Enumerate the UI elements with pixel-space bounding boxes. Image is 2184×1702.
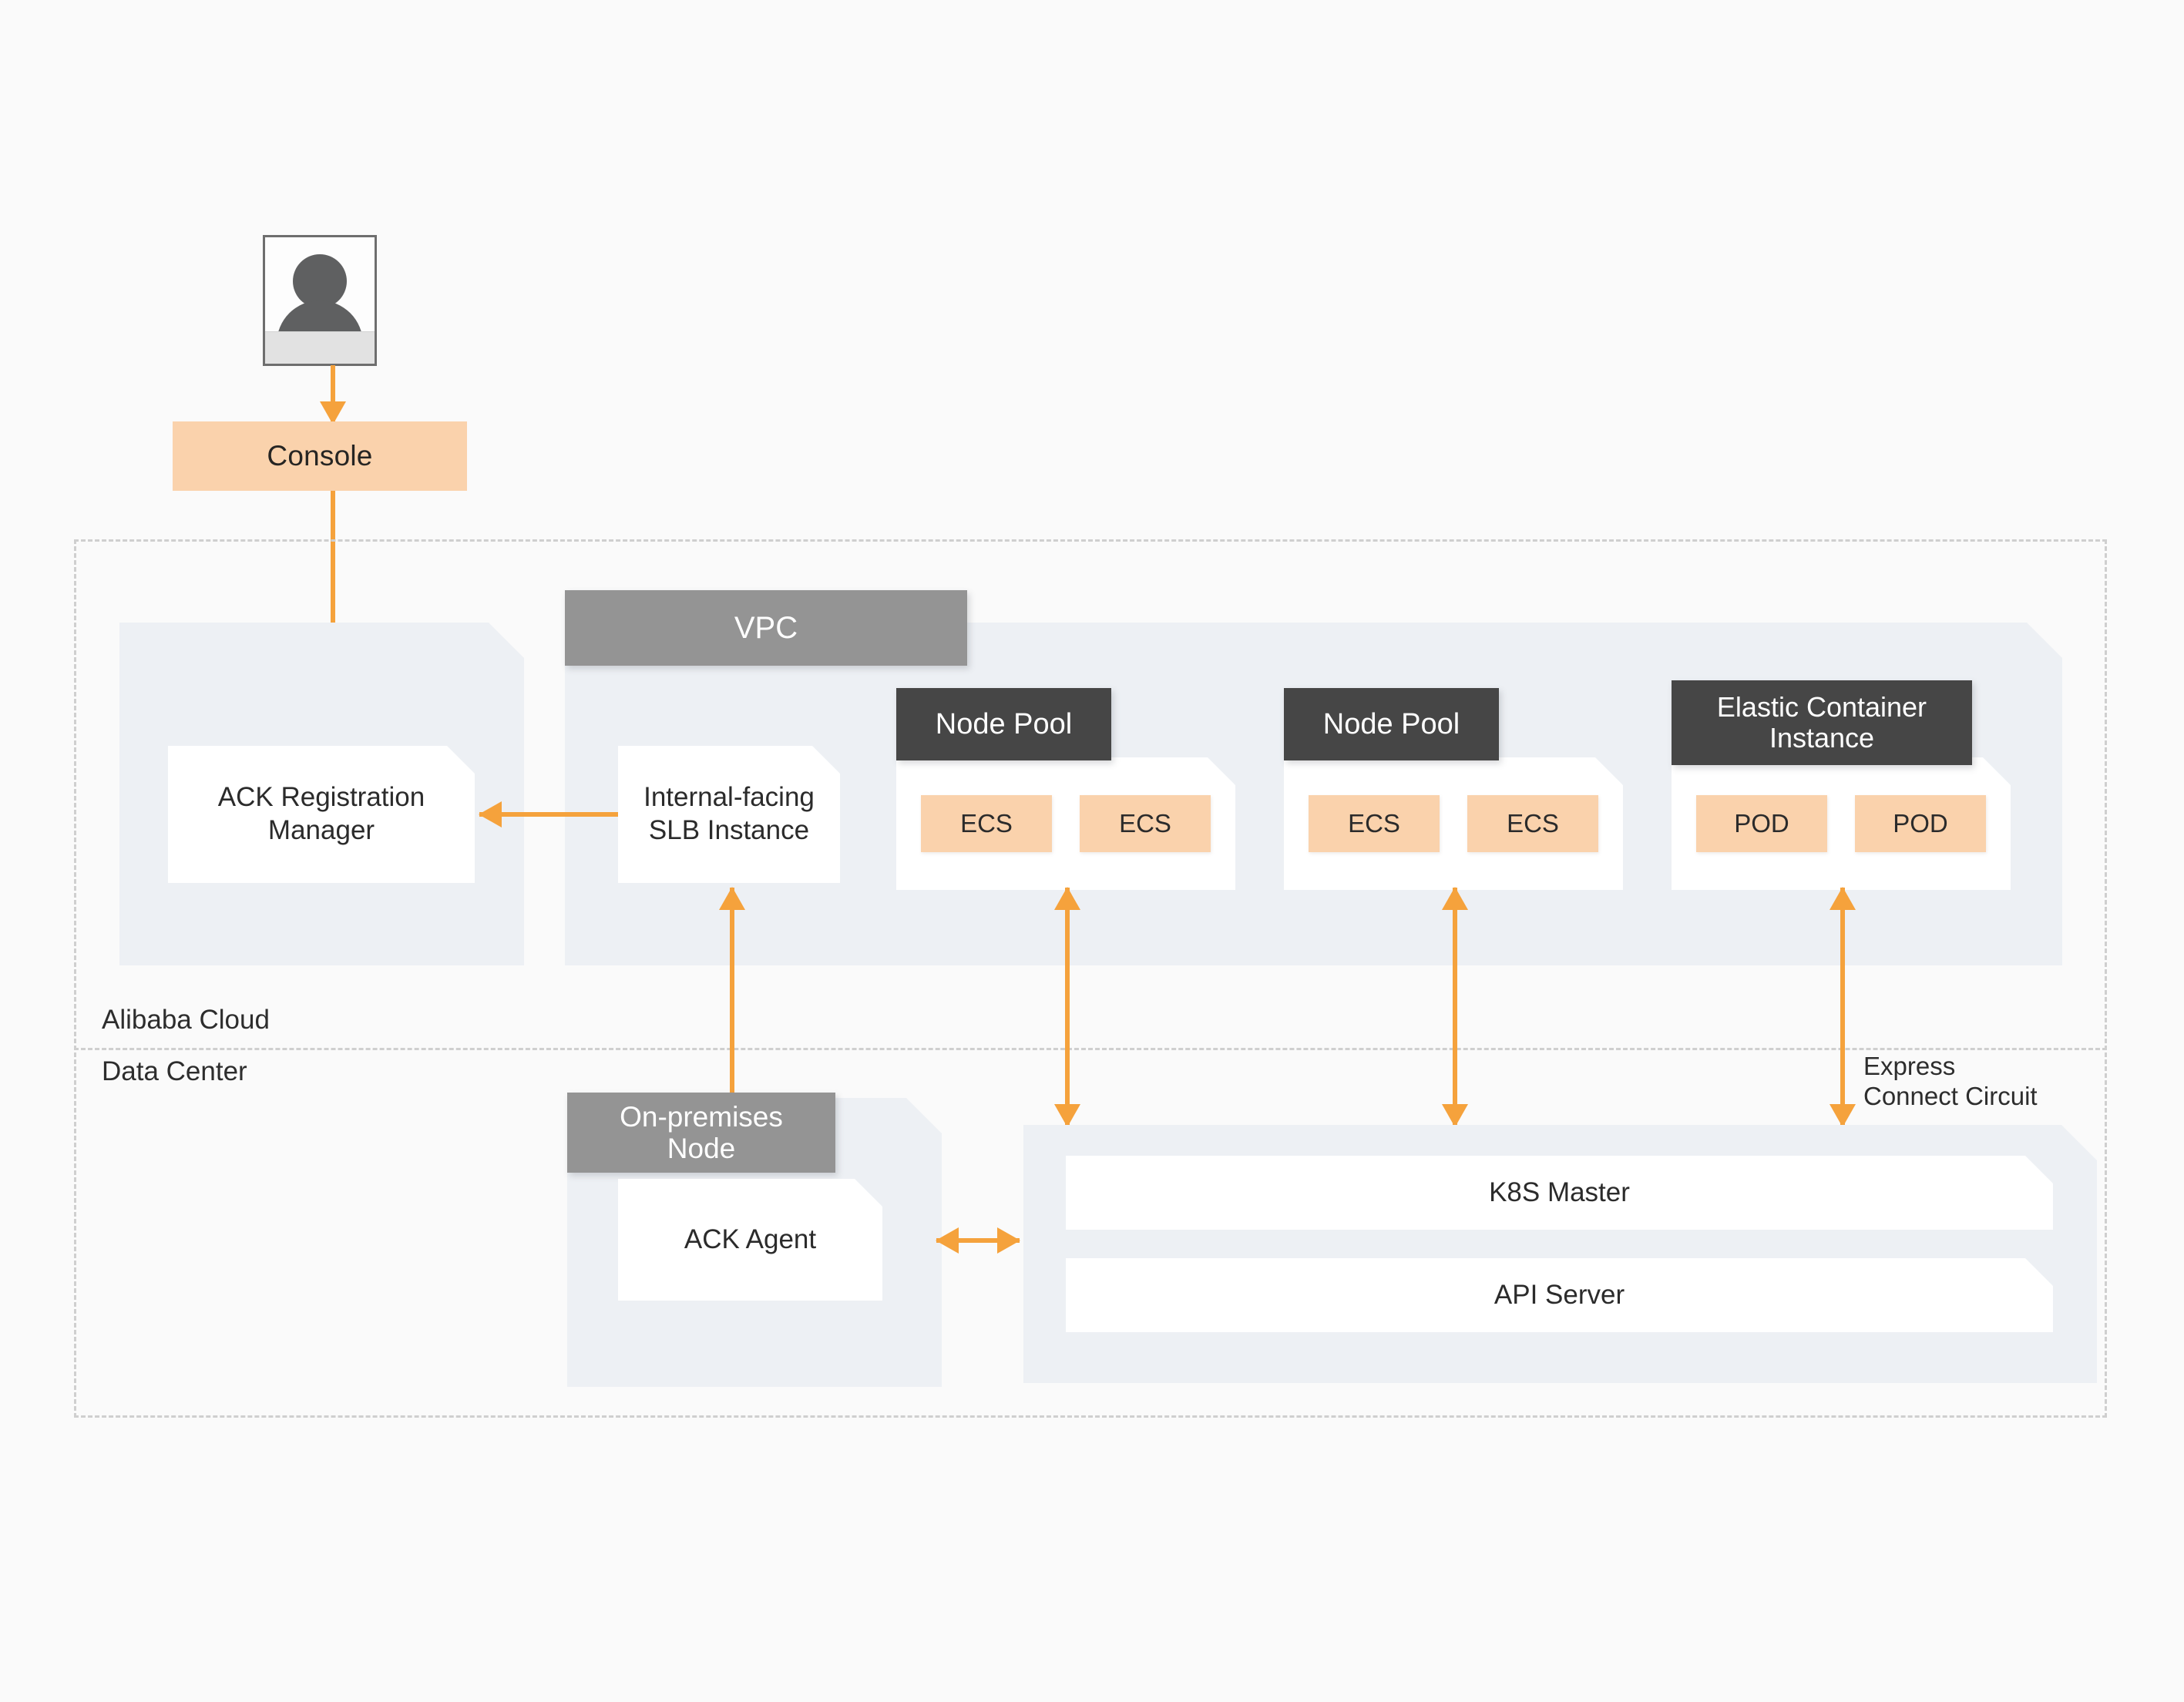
arrow-slb-to-ack-registration-manager: [479, 799, 618, 830]
internal-slb-instance-card[interactable]: Internal-facing SLB Instance: [618, 746, 840, 883]
data-center-label: Data Center: [102, 1056, 247, 1086]
arrow-node-pool-1-to-control-plane: [1052, 887, 1083, 1127]
node-pool-2-header-badge: Node Pool: [1284, 688, 1499, 760]
ack-registration-manager-label: ACK Registration Manager: [217, 782, 425, 845]
eci-chip-row: POD POD: [1672, 795, 2011, 852]
ack-registration-manager-card[interactable]: ACK Registration Manager: [168, 746, 475, 883]
ack-agent-label: ACK Agent: [684, 1224, 817, 1254]
on-premises-node-header-badge: On-premises Node: [567, 1093, 835, 1173]
vpc-header-label: VPC: [734, 610, 798, 645]
node-pool-2-header-label: Node Pool: [1322, 707, 1460, 740]
arrow-ack-agent-to-k8s-master: [936, 1225, 1020, 1256]
node-pool-1-header-badge: Node Pool: [896, 688, 1111, 760]
elastic-container-instance-header-badge: Elastic Container Instance: [1672, 680, 1972, 765]
ecs-chip-label: ECS: [1507, 808, 1559, 838]
ecs-chip[interactable]: ECS: [1467, 795, 1598, 852]
ack-agent-card[interactable]: ACK Agent: [618, 1179, 882, 1301]
arrow-node-pool-2-to-control-plane: [1440, 887, 1470, 1127]
node-pool-1-chip-row: ECS ECS: [896, 795, 1235, 852]
arrow-onprem-to-slb: [717, 887, 748, 1096]
pod-chip-label: POD: [1893, 808, 1948, 838]
avatar-head-shape: [293, 254, 347, 308]
node-pool-1-header-label: Node Pool: [935, 707, 1073, 740]
pod-chip[interactable]: POD: [1696, 795, 1827, 852]
ecs-chip-label: ECS: [1119, 808, 1171, 838]
pod-chip-label: POD: [1734, 808, 1789, 838]
node-pool-2-card[interactable]: ECS ECS: [1284, 757, 1623, 890]
user-avatar-icon: [263, 235, 377, 366]
node-pool-1-card[interactable]: ECS ECS: [896, 757, 1235, 890]
api-server-card[interactable]: API Server: [1066, 1258, 2053, 1332]
datacenter-divider-dashed: [74, 1048, 2107, 1050]
ecs-chip[interactable]: ECS: [1309, 795, 1440, 852]
internal-slb-instance-label: Internal-facing SLB Instance: [643, 782, 815, 845]
pod-chip[interactable]: POD: [1855, 795, 1986, 852]
arrow-eci-to-control-plane: [1827, 887, 1858, 1127]
elastic-container-instance-card[interactable]: POD POD: [1672, 757, 2011, 890]
express-connect-circuit-label: Express Connect Circuit: [1863, 1052, 2038, 1110]
alibaba-cloud-label: Alibaba Cloud: [102, 1005, 270, 1035]
k8s-master-card[interactable]: K8S Master: [1066, 1156, 2053, 1230]
api-server-label: API Server: [1494, 1279, 1625, 1310]
arrow-user-to-console: [318, 365, 348, 425]
k8s-master-label: K8S Master: [1489, 1177, 1630, 1207]
ecs-chip-label: ECS: [960, 808, 1013, 838]
elastic-container-instance-header-label: Elastic Container Instance: [1716, 690, 1927, 754]
cloud-boundary-dashed: [74, 539, 2107, 1418]
console-node[interactable]: Console: [173, 421, 467, 491]
vpc-header-badge: VPC: [565, 590, 967, 666]
avatar-base-strip: [265, 331, 375, 364]
ecs-chip[interactable]: ECS: [921, 795, 1052, 852]
ecs-chip[interactable]: ECS: [1080, 795, 1211, 852]
console-label: Console: [267, 440, 373, 472]
ecs-chip-label: ECS: [1348, 808, 1400, 838]
node-pool-2-chip-row: ECS ECS: [1284, 795, 1623, 852]
on-premises-node-header-label: On-premises Node: [620, 1100, 783, 1164]
